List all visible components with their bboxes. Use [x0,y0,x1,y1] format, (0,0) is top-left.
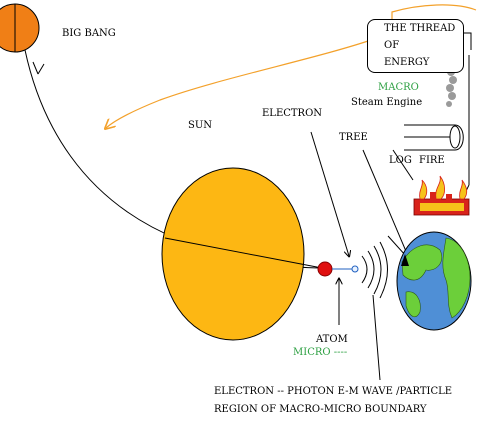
tree-label: TREE [339,132,368,143]
micro-label: MICRO ---- [293,347,348,358]
macro-label: MACRO [378,82,419,93]
electron-label: ELECTRON [262,108,323,119]
tree-pointer-arrow [362,149,408,256]
atom-label: ATOM [316,334,348,345]
thread-of-energy-box: THE THREAD OF ENERGY [367,19,464,73]
big-bang-sphere [0,3,40,53]
energy-flow-arrow [106,37,378,128]
earth-globe [396,231,472,331]
steam-engine-icon [404,55,470,210]
electron-dot [351,265,359,273]
smoke-icon [446,68,457,107]
steam-engine-label: Steam Engine [351,97,423,108]
sun-thread-overlay [164,237,323,269]
log-label: LOG [389,155,412,166]
wave-to-earth-line [387,235,407,257]
thread-line-3: ENERGY [384,57,430,68]
log-link-line [392,149,414,181]
boundary-pointer-line [372,294,381,381]
sun-sphere [161,167,305,341]
big-bang-label: BIG BANG [62,28,116,39]
sun-label: SUN [188,120,213,131]
thread-arrow-head [32,61,45,75]
electron-pointer-arrow [310,131,349,256]
boundary-caption-line-1: ELECTRON -- PHOTON E-M WAVE /PARTICLE [214,386,453,397]
fire-label: FIRE [419,155,445,166]
atom-circle [317,261,333,277]
thread-line-1: THE THREAD [384,23,456,34]
thread-top-connector [391,4,477,19]
thread-line-2: OF [384,40,400,51]
boundary-caption-line-2: REGION OF MACRO-MICRO BOUNDARY [214,404,427,415]
fire-icon [413,175,470,216]
em-wave-arcs [361,241,388,299]
thread-right-connector [461,32,472,50]
tree-icon [401,254,409,266]
